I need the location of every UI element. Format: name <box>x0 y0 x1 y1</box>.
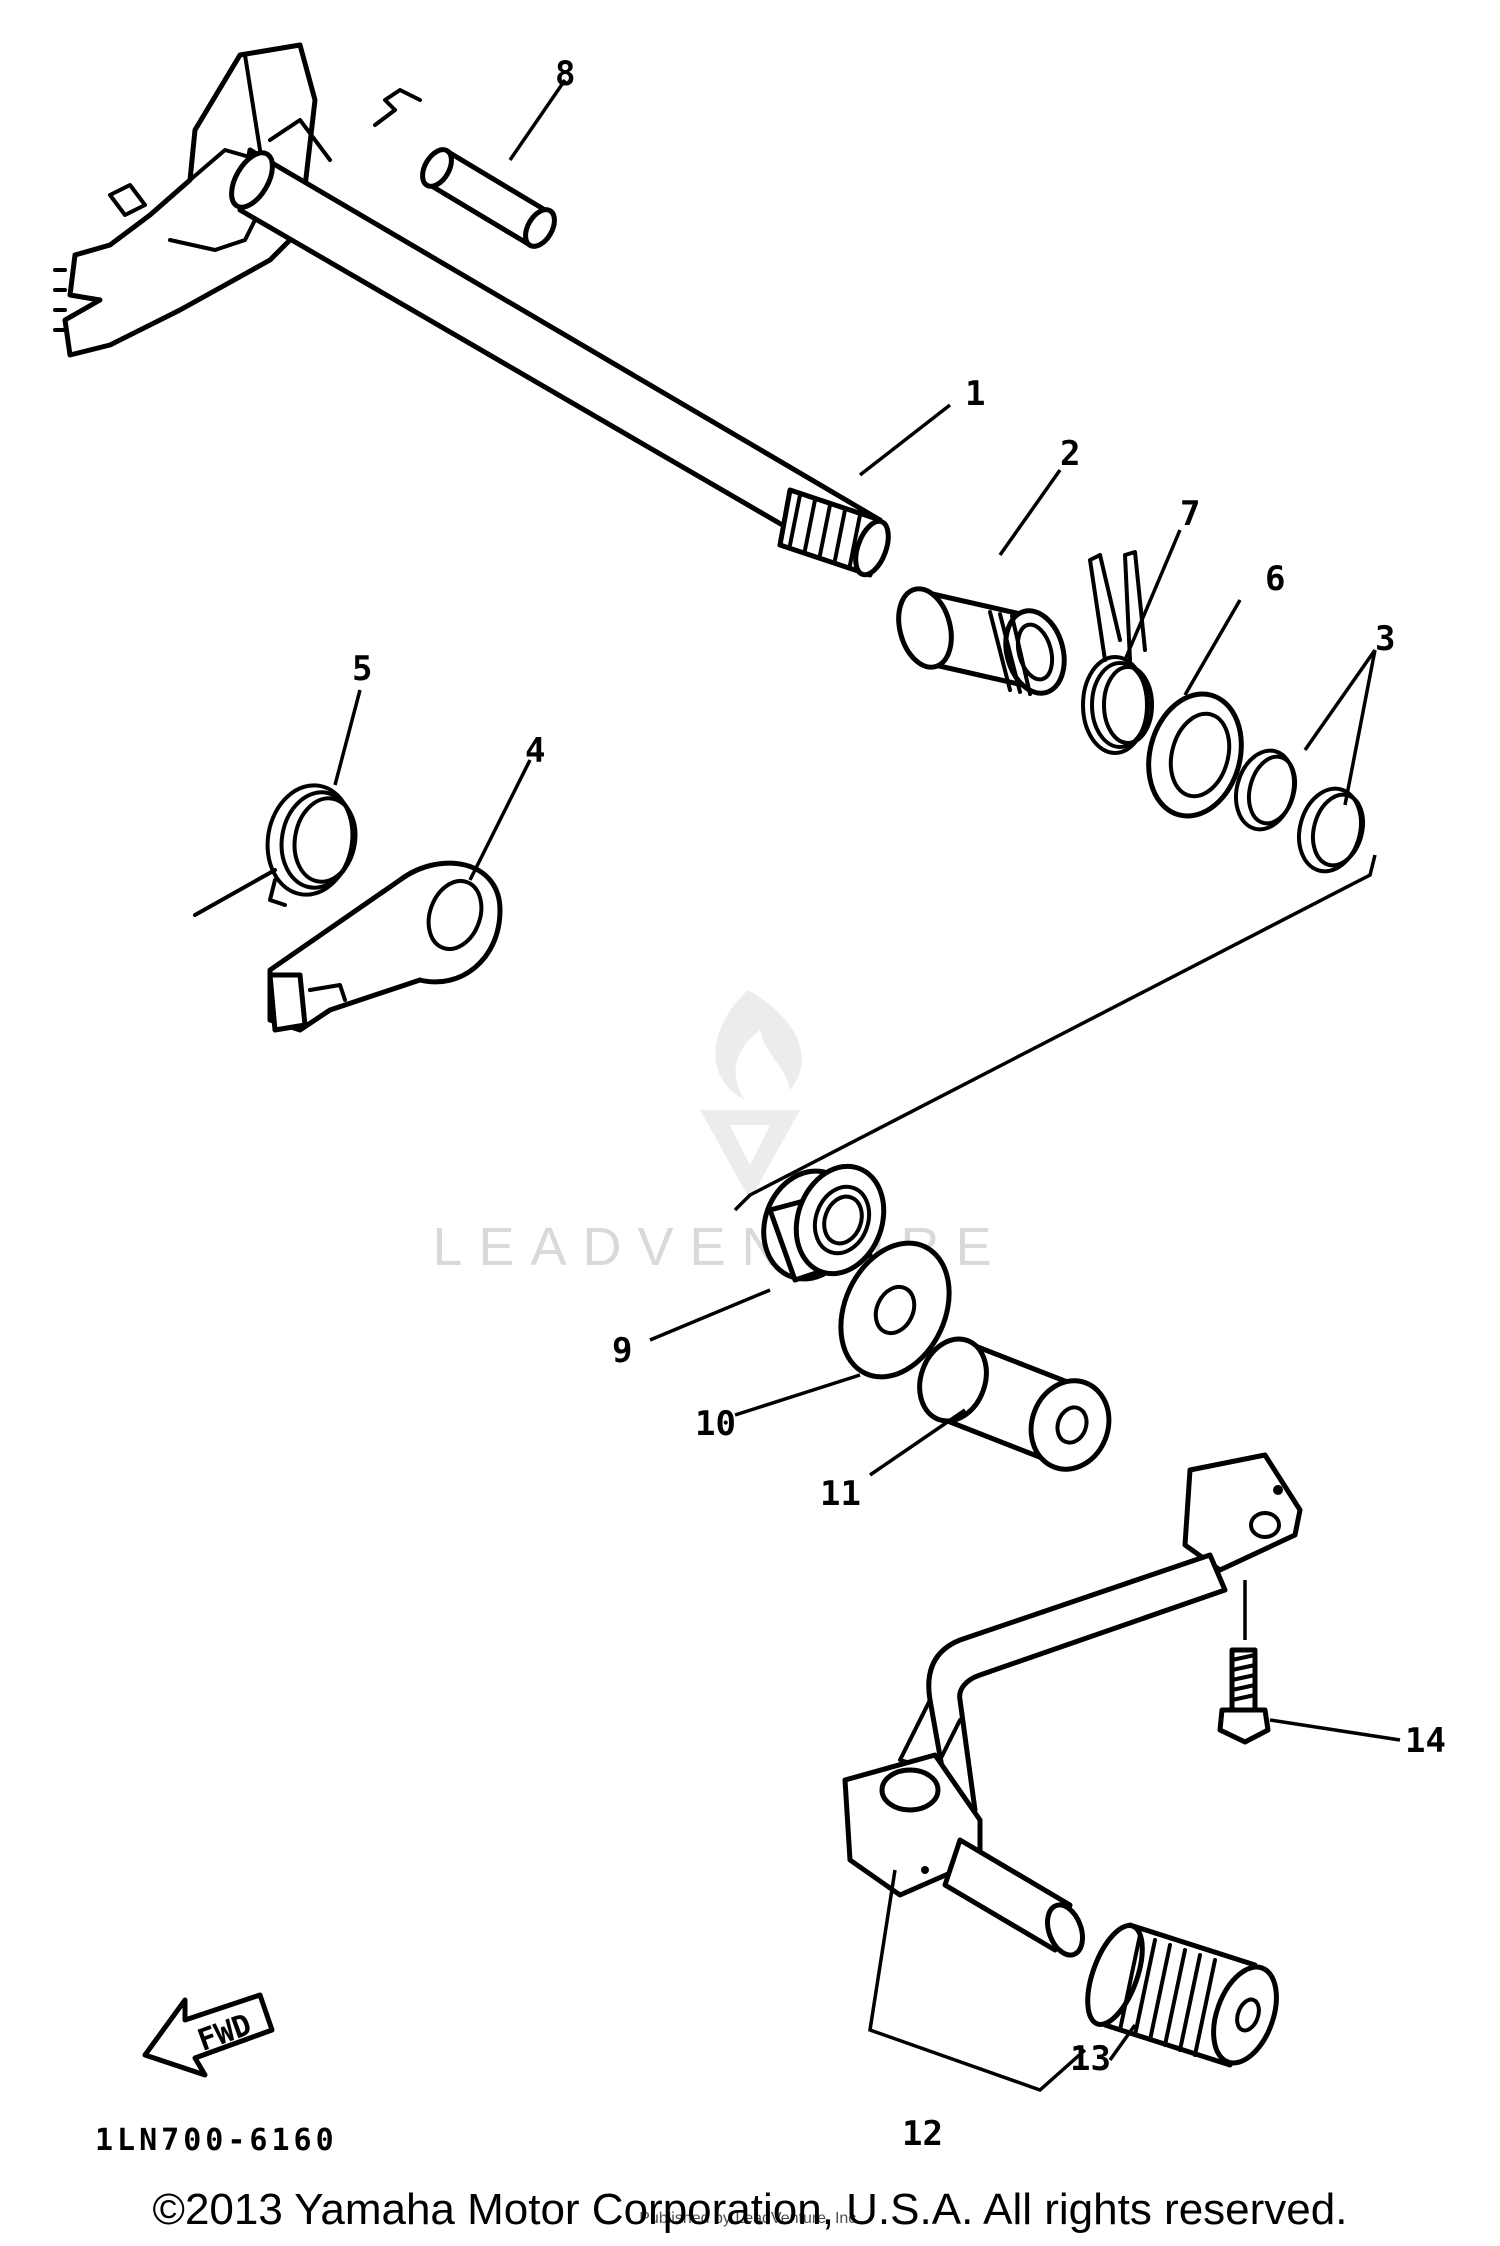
callout-6: 6 <box>1265 559 1285 599</box>
callout-13: 13 <box>1070 2039 1111 2079</box>
part-9-oil-seal <box>761 1163 887 1283</box>
callout-11: 11 <box>820 1474 861 1514</box>
callout-1: 1 <box>965 374 985 414</box>
callout-2: 2 <box>1060 434 1080 474</box>
publisher-credit: Published by LeadVenture, Inc. <box>639 2210 861 2227</box>
callout-4: 4 <box>525 731 545 771</box>
bracket-line-shaft-group <box>733 854 1377 1212</box>
copyright-notice: ©2013 Yamaha Motor Corporation, U.S.A. A… <box>152 2185 1348 2234</box>
callout-3: 3 <box>1375 619 1395 659</box>
callouts: 1 2 3 4 5 6 7 8 9 10 11 12 13 14 <box>352 54 1446 2154</box>
watermark-flame-icon <box>715 990 802 1100</box>
callout-10: 10 <box>695 1404 736 1444</box>
diagram-code: 1LN700-6160 <box>95 2123 338 2158</box>
part-2-collar <box>896 586 1067 696</box>
leader-lines <box>333 79 1401 2092</box>
part-3-circlips <box>1234 748 1365 874</box>
part-shift-shaft <box>229 88 891 578</box>
part-4-arm <box>267 860 503 1033</box>
callout-7: 7 <box>1180 494 1200 534</box>
callout-14: 14 <box>1405 1721 1446 1761</box>
part-11-collar <box>917 1336 1112 1472</box>
callout-12: 12 <box>902 2114 943 2154</box>
part-6-washer <box>1146 691 1244 819</box>
part-10-washer <box>838 1240 952 1380</box>
callout-9: 9 <box>612 1331 632 1371</box>
callout-5: 5 <box>352 649 372 689</box>
part-7-spring <box>1081 550 1154 755</box>
watermark: LEADVENTURE <box>432 990 992 1277</box>
part-13-footrest-rubber <box>1085 1922 1279 2068</box>
part-8-pin <box>420 147 557 249</box>
callout-8: 8 <box>555 54 575 94</box>
fwd-arrow: FWD <box>142 1992 275 2078</box>
part-5-spring <box>193 783 358 917</box>
part-14-bolt <box>1217 1580 1271 1745</box>
part-12-shift-pedal <box>842 1452 1303 1958</box>
watermark-v-icon <box>700 1110 800 1200</box>
